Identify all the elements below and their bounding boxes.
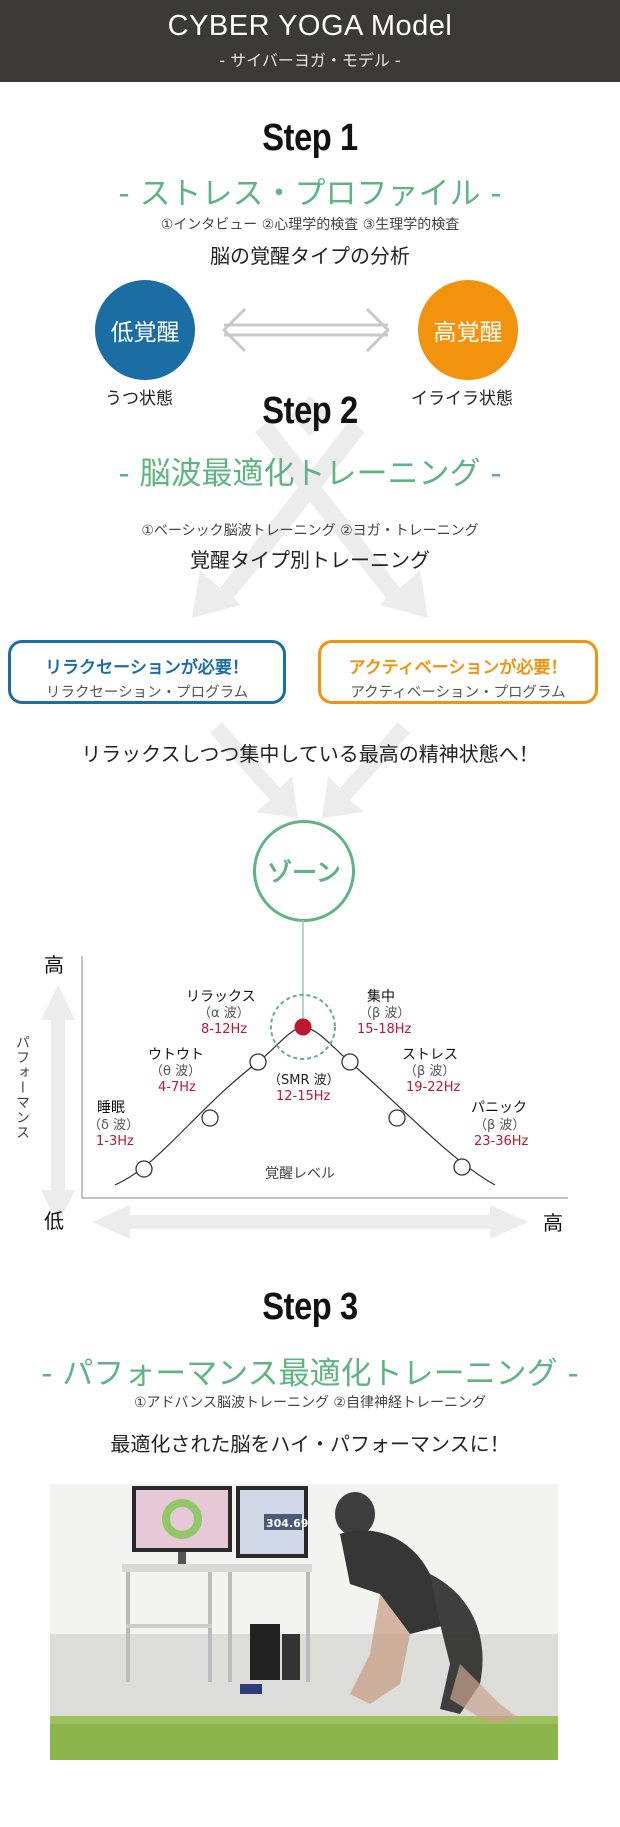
activation-title: アクティベーションが必要！	[348, 658, 568, 678]
activation-box: アクティベーションが必要！ アクティベーション・プログラム	[318, 640, 598, 704]
marker-sleep	[135, 1160, 153, 1178]
zone-label: ゾーン	[267, 858, 341, 887]
point-sleep-hz: 1-3Hz	[96, 1134, 134, 1149]
x-axis-high: 高	[543, 1211, 563, 1235]
point-drowsy-wave: （θ 波）	[150, 1064, 201, 1079]
point-stress-wave: （β 波）	[404, 1064, 455, 1079]
y-axis-label: パフォーマンス	[14, 1035, 30, 1140]
step2-desc: 覚醒タイプ別トレーニング	[190, 548, 430, 572]
marker-panic	[453, 1158, 471, 1176]
point-smr-wave: （SMR 波）	[268, 1073, 340, 1088]
marker-smr	[294, 1018, 312, 1036]
page-title: CYBER YOGA Model	[167, 10, 453, 42]
performance-graph: 睡眠 （δ 波） 1-3Hz ウトウト （θ 波） 4-7Hz リラックス （α…	[44, 920, 568, 1235]
activation-sub: アクティベーション・プログラム	[350, 685, 566, 701]
point-panic-wave: （β 波）	[474, 1118, 525, 1133]
step3-title: Step 3	[262, 1286, 358, 1328]
zone-highlight-ring	[270, 994, 336, 1060]
point-stress-hz: 19-22Hz	[406, 1080, 461, 1095]
relaxation-title: リラクセーションが必要！	[45, 658, 249, 678]
step1-methods: ①インタビュー ②心理学的検査 ③生理学的検査	[160, 217, 460, 233]
cross-arrow-left	[192, 420, 365, 618]
converge-arrow-right	[322, 722, 410, 818]
training-photo: 304.69	[50, 1484, 558, 1760]
point-drowsy-name: ウトウト	[148, 1047, 204, 1063]
cross-center	[290, 396, 330, 436]
point-smr-hz: 12-15Hz	[276, 1089, 331, 1104]
header-banner: CYBER YOGA Model - サイバーヨガ・モデル -	[0, 0, 620, 82]
low-arousal-state: うつ状態	[105, 389, 173, 409]
low-arousal-circle: 低覚醒	[95, 280, 195, 380]
double-arrow-icon	[222, 307, 390, 353]
low-arousal-label: 低覚醒	[110, 320, 180, 346]
step3-methods: ①アドバンス脳波トレーニング ②自律神経トレーニング	[134, 1395, 486, 1411]
point-drowsy-hz: 4-7Hz	[158, 1080, 196, 1095]
step3-desc: 最適化された脳をハイ・パフォーマンスに！	[110, 1432, 510, 1456]
step1-analysis: 脳の覚醒タイプの分析	[210, 244, 410, 268]
point-relax-wave: （α 波）	[198, 1006, 250, 1021]
high-arousal-circle: 高覚醒	[418, 280, 518, 380]
point-panic-hz: 23-36Hz	[474, 1134, 529, 1149]
desk	[122, 1564, 312, 1572]
marker-drowsy	[201, 1109, 219, 1127]
point-focus-wave: （β 波）	[359, 1006, 410, 1021]
x-axis-label: 覚醒レベル	[265, 1166, 335, 1182]
marker-stress	[388, 1109, 406, 1127]
y-axis-low: 低	[44, 1209, 64, 1233]
zone-circle: ゾーン	[253, 820, 355, 922]
relaxation-sub: リラクセーション・プログラム	[45, 685, 249, 701]
point-stress-name: ストレス	[402, 1047, 458, 1063]
eeg-device	[240, 1684, 262, 1694]
person-figure	[335, 1492, 520, 1724]
high-arousal-state: イライラ状態	[411, 389, 513, 409]
relaxation-box: リラクセーションが必要！ リラクセーション・プログラム	[8, 640, 286, 704]
cross-arrow-right	[255, 420, 428, 618]
point-panic-name: パニック	[471, 1100, 527, 1116]
step2-title: Step 2	[262, 390, 358, 432]
point-focus-hz: 15-18Hz	[357, 1022, 412, 1037]
step1-title: Step 1	[262, 117, 358, 159]
point-relax-name: リラックス	[186, 989, 256, 1005]
converge-arrow-left	[210, 722, 298, 818]
page-subtitle: - サイバーヨガ・モデル -	[219, 51, 401, 70]
point-relax-hz: 8-12Hz	[201, 1022, 247, 1037]
y-double-arrow	[41, 985, 75, 1225]
x-double-arrow	[92, 1205, 528, 1239]
yoga-mat	[50, 1716, 558, 1760]
monitor-value: 304.69	[266, 1517, 308, 1530]
step3-name: - パフォーマンス最適化トレーニング -	[41, 1356, 579, 1392]
point-focus-name: 集中	[367, 988, 395, 1005]
y-axis-high: 高	[44, 953, 64, 977]
marker-relax	[249, 1053, 267, 1071]
step2-name: - 脳波最適化トレーニング -	[118, 456, 502, 492]
goal-text: リラックスしつつ集中している最高の精神状態へ！	[81, 742, 539, 766]
step1-name: - ストレス・プロファイル -	[118, 176, 502, 212]
pc-tower	[250, 1624, 280, 1680]
training-photo-scene: 304.69	[50, 1484, 558, 1760]
point-sleep-wave: （δ 波）	[88, 1118, 139, 1133]
step2-methods: ①ベーシック脳波トレーニング ②ヨガ・トレーニング	[141, 523, 479, 539]
marker-focus	[341, 1053, 359, 1071]
point-sleep-name: 睡眠	[97, 1100, 125, 1116]
high-arousal-label: 高覚醒	[433, 320, 503, 346]
